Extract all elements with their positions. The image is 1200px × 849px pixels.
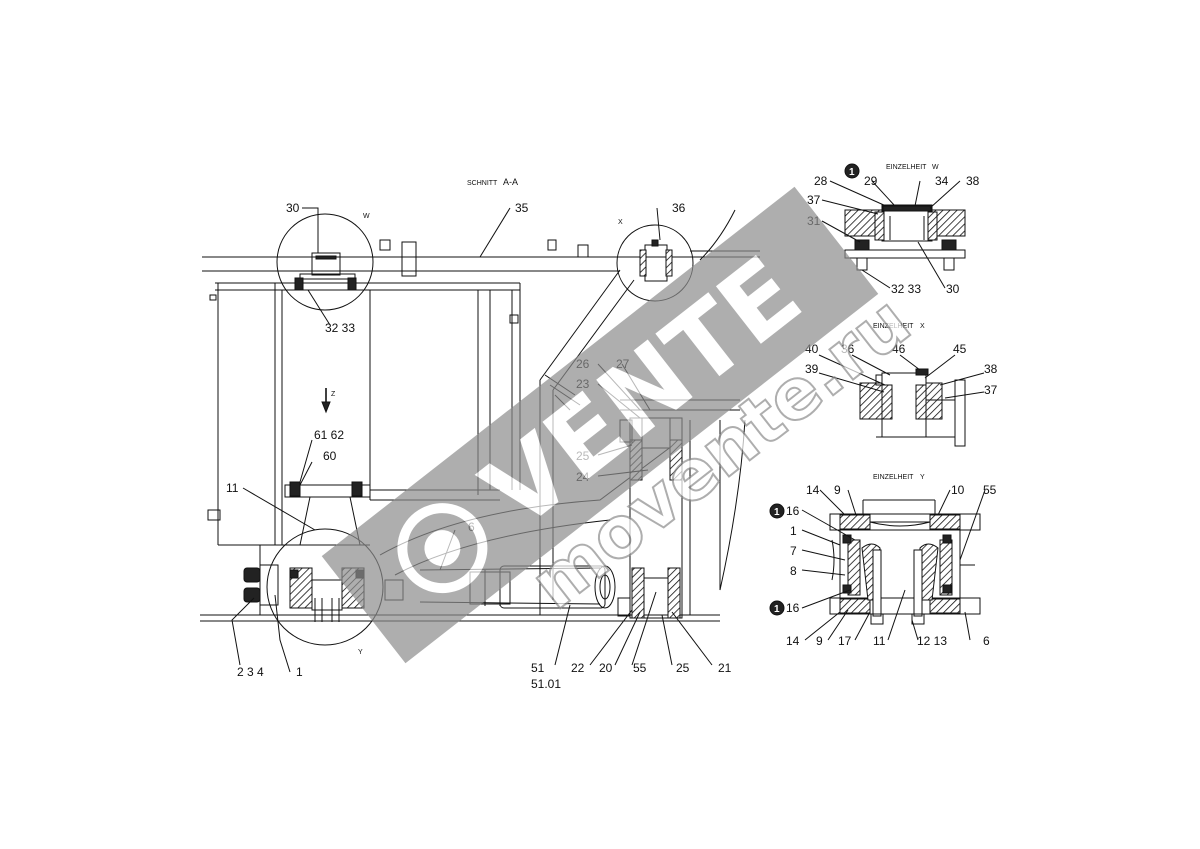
w-label-38: 38 [966,174,980,188]
y-label-1: 1 [790,524,797,538]
detail-x-letter: X [920,323,925,330]
label-60: 60 [323,449,337,463]
y-label-10: 10 [951,483,965,497]
y-label-12-13: 12 13 [917,634,947,648]
detail-x-view: EINZELHEIT X 40 36 46 45 39 38 37 [805,323,998,447]
label-36: 36 [672,201,686,215]
y-label-11: 11 [873,634,886,648]
w-label-28: 28 [814,174,828,188]
label-11: 11 [226,481,239,495]
detail-w-word: EINZELHEIT [886,164,927,171]
label-25-lower: 25 [676,661,690,675]
watermark-logo [397,503,488,594]
detail-y-tag: Y [358,649,363,656]
label-1: 1 [296,665,303,679]
section-title: SCHNITT [467,180,498,187]
y-label-6: 6 [983,634,990,648]
detail-x-tag: X [618,219,623,226]
label-2-3-4: 2 3 4 [237,665,264,679]
label-51: 51 [531,661,545,675]
detail-y-word: EINZELHEIT [873,474,914,481]
x-label-36: 36 [841,342,855,356]
label-30: 30 [286,201,300,215]
y-label-14-top: 14 [806,483,820,497]
y-label-16-bottom: 16 [786,601,800,615]
y-label-9-bottom: 9 [816,634,823,648]
y-label-14-bottom: 14 [786,634,800,648]
y-label-9-top: 9 [834,483,841,497]
label-35: 35 [515,201,529,215]
detail-w-letter: W [932,164,939,171]
label-61-62: 61 62 [314,428,344,442]
y-marker-2: 1 [774,604,780,615]
detail-circle-w [276,213,374,311]
watermark: VENTE movente.ru [321,186,926,664]
detail-w-tag: W [363,213,370,220]
x-label-45: 45 [953,342,967,356]
section-id: A-A [503,177,518,187]
label-22: 22 [571,661,585,675]
detail-w-marker: 1 [849,167,855,178]
y-label-16-top: 16 [786,504,800,518]
label-55: 55 [633,661,647,675]
w-label-32-33: 32 33 [891,282,921,296]
label-20: 20 [599,661,613,675]
y-label-7: 7 [790,544,797,558]
label-21: 21 [718,661,732,675]
y-label-55: 55 [983,483,997,497]
w-label-29: 29 [864,174,878,188]
x-label-38: 38 [984,362,998,376]
x-label-46: 46 [892,342,906,356]
y-label-8: 8 [790,564,797,578]
y-marker-1: 1 [774,507,780,518]
detail-x-word: EINZELHEIT [873,323,914,330]
w-label-37: 37 [807,193,821,207]
detail-y-letter: Y [920,474,925,481]
detail-y-view: EINZELHEIT Y 1 1 [769,474,997,648]
label-51-01: 51.01 [531,677,561,691]
x-label-39: 39 [805,362,819,376]
view-z-label: Z [331,391,336,398]
x-label-37: 37 [984,383,998,397]
w-label-30: 30 [946,282,960,296]
y-label-17: 17 [838,634,852,648]
w-label-34: 34 [935,174,949,188]
label-32-33: 32 33 [325,321,355,335]
